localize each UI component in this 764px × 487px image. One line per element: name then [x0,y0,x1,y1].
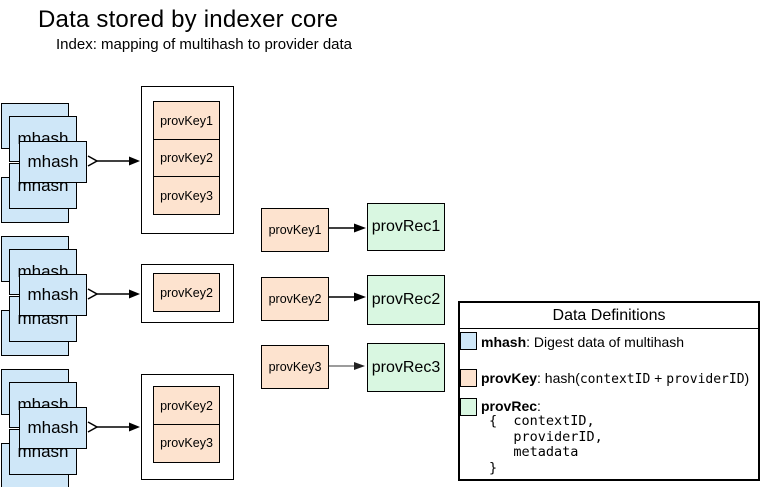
legend-provkey-arg1: contextID [579,372,651,387]
provkey-cell: provKey3 [153,176,220,215]
provkey-color-swatch [460,369,477,387]
legend-mhash-desc: : Digest data of multihash [526,334,685,350]
mhash-stack-2: mhash mhash mhash [1,236,91,358]
arrow-mhash1-to-keys [87,155,140,167]
mhash-box: mhash [19,274,87,316]
legend-provkey-arg2: providerID [666,372,745,387]
provkey-list: provKey1 provKey2 provKey3 [153,101,220,215]
arrow-mhash3-to-keys [87,421,140,433]
mhash-box: mhash [19,141,87,183]
arrow-mhash2-to-keys [87,288,140,300]
legend-provrec-definition: provRec: [481,398,541,414]
arrow-provkey2-to-provrec2 [329,292,366,302]
provkey-cell: provKey3 [153,423,220,463]
mhash-stack-1: mhash mhash mhash [1,103,91,225]
provrec-color-swatch [460,398,477,416]
page-subtitle: Index: mapping of multihash to provider … [56,36,353,53]
legend-provkey-plus: + [650,370,667,386]
provkey-list: provKey2 [153,273,220,312]
legend-provkey-definition: provKey: hash(contextID + providerID) [481,370,749,387]
provkey-cell: provKey2 [153,138,220,178]
provkey-cell: provKey1 [153,101,220,140]
data-definitions-panel: Data Definitions mhash: Digest data of m… [458,301,760,481]
arrow-provkey1-to-provrec1 [329,223,366,233]
legend-title: Data Definitions [460,303,758,329]
provkey-group-3: provKey2 provKey3 [141,374,234,480]
legend-provrec-colon: : [537,398,541,414]
provkey-cell: provKey2 [153,273,220,312]
arrow-provkey3-to-provrec3 [329,362,365,370]
provkey-cell: provKey2 [153,386,220,425]
page-title: Data stored by indexer core [38,6,339,33]
provkey-box: provKey2 [261,277,329,321]
legend-provkey-desc: : hash( [537,370,580,386]
legend-mhash-term: mhash [481,334,527,350]
legend-mhash-definition: mhash: Digest data of multihash [481,334,684,350]
provkey-list: provKey2 provKey3 [153,386,220,463]
legend-provkey-close: ) [744,370,750,386]
mhash-stack-3: mhash mhash mhash [1,369,91,487]
legend-provrec-term: provRec [481,398,538,414]
provkey-box: provKey3 [261,345,329,389]
provkey-group-1: provKey1 provKey2 provKey3 [141,86,234,234]
provrec-box: provRec3 [367,343,445,392]
legend-provkey-term: provKey [481,370,538,386]
mhash-box: mhash [19,407,87,449]
provkey-group-2: provKey2 [141,264,234,323]
legend-provrec-structure: { contextID, providerID, metadata } [489,413,603,476]
mhash-color-swatch [460,332,477,350]
provkey-box: provKey1 [261,208,329,252]
provrec-box: provRec2 [367,275,445,325]
provrec-box: provRec1 [367,203,445,251]
